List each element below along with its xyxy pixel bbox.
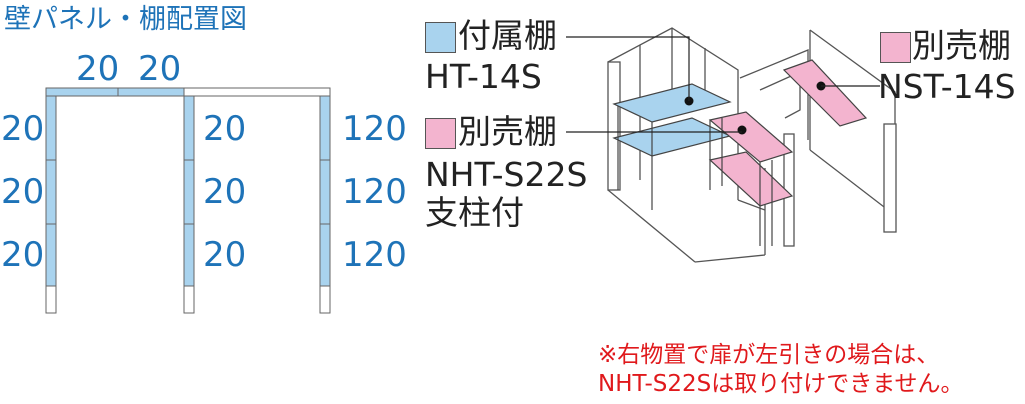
- separate-shelf-model-left: NHT-S22S: [425, 155, 588, 194]
- attached-shelf-model: HT-14S: [425, 57, 542, 96]
- right-wall-panels: [319, 95, 331, 287]
- top-label-1: 20: [76, 49, 120, 89]
- diagram-title: 壁パネル・棚配置図: [4, 4, 247, 35]
- separate-shelf-wall: [782, 59, 868, 127]
- attached-shelf-swatch: [425, 22, 456, 53]
- note-line-1: ※右物置で扉が左引きの場合は、: [598, 342, 940, 368]
- attached-shelf-lower: [612, 117, 732, 157]
- right-label-3: 120: [342, 235, 407, 275]
- left-label-3: 20: [1, 235, 45, 275]
- middle-label-2: 20: [203, 172, 247, 212]
- separate-shelf-upper: [708, 111, 794, 163]
- top-wall-panel: [45, 87, 185, 97]
- separate-shelf-extra-left: 支柱付: [425, 193, 524, 232]
- top-label-2: 20: [138, 49, 182, 89]
- attached-shelf-label: 付属棚: [458, 16, 557, 55]
- separate-shelf-label-right: 別売棚: [912, 26, 1011, 65]
- attached-shelf-upper: [612, 83, 732, 123]
- left-label-1: 20: [1, 109, 45, 149]
- leader-line-attached: [566, 36, 690, 101]
- right-label-2: 120: [342, 172, 407, 212]
- separate-shelf-model-right: NST-14S: [878, 67, 1016, 106]
- separate-shelf-swatch-right: [880, 32, 911, 63]
- right-label-1: 120: [342, 109, 407, 149]
- separate-shelf-swatch-left: [425, 118, 456, 149]
- middle-wall-panels: [183, 95, 195, 287]
- middle-label-1: 20: [203, 109, 247, 149]
- top-wall-panel-right: [183, 87, 331, 97]
- middle-label-3: 20: [203, 235, 247, 275]
- left-wall-panels: [45, 95, 57, 287]
- left-label-2: 20: [1, 172, 45, 212]
- separate-shelf-label-left: 別売棚: [458, 112, 557, 151]
- note-line-2: NHT-S22Sは取り付けできません。: [598, 371, 964, 397]
- leader-dot-nht: [737, 125, 747, 135]
